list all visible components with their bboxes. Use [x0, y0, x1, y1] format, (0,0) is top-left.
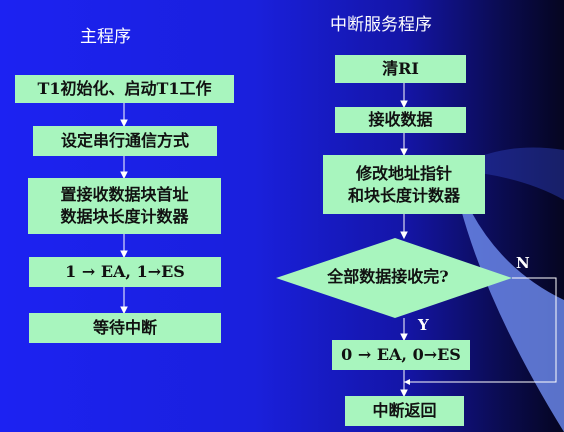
decision-label: 全部数据接收完?: [327, 267, 449, 286]
isr-no-branch-arrowhead: [404, 379, 410, 385]
main-step-buffer-setup: 置接收数据块首址 数据块长度计数器: [28, 178, 221, 234]
isr-step-disable-interrupts: 0 → EA, 0→ES: [332, 340, 470, 370]
isr-step-clear-ri: 清RI: [335, 55, 466, 83]
isr-step-receive-data: 接收数据: [335, 107, 466, 133]
main-arrowhead-2: [120, 171, 128, 180]
main-step-wait-interrupt: 等待中断: [29, 313, 221, 343]
main-step-enable-interrupts: 1 → EA, 1→ES: [29, 257, 221, 287]
isr-arrowhead-2: [400, 148, 408, 157]
isr-arrowhead-1: [400, 100, 408, 109]
main-arrowhead-3: [120, 250, 128, 259]
isr-step-return: 中断返回: [345, 396, 464, 426]
decision-diamond: [276, 238, 512, 318]
isr-arrowhead-3: [400, 231, 408, 240]
main-step-serial-mode: 设定串行通信方式: [33, 126, 217, 156]
branch-yes-label: Y: [418, 316, 429, 334]
main-arrowhead-1: [120, 119, 128, 128]
isr-step-update-pointer: 修改地址指针 和块长度计数器: [323, 155, 485, 214]
isr-no-branch-line: [404, 277, 557, 383]
isr-title: 中断服务程序: [330, 15, 432, 35]
background-swoosh: [450, 160, 564, 432]
main-arrowhead-4: [120, 306, 128, 315]
isr-arrowhead-5: [400, 389, 408, 398]
branch-no-label: N: [516, 254, 530, 272]
main-program-title: 主程序: [80, 27, 131, 47]
main-step-init-t1: T1初始化、启动T1工作: [15, 75, 234, 103]
isr-arrowhead-yes: [400, 333, 408, 342]
